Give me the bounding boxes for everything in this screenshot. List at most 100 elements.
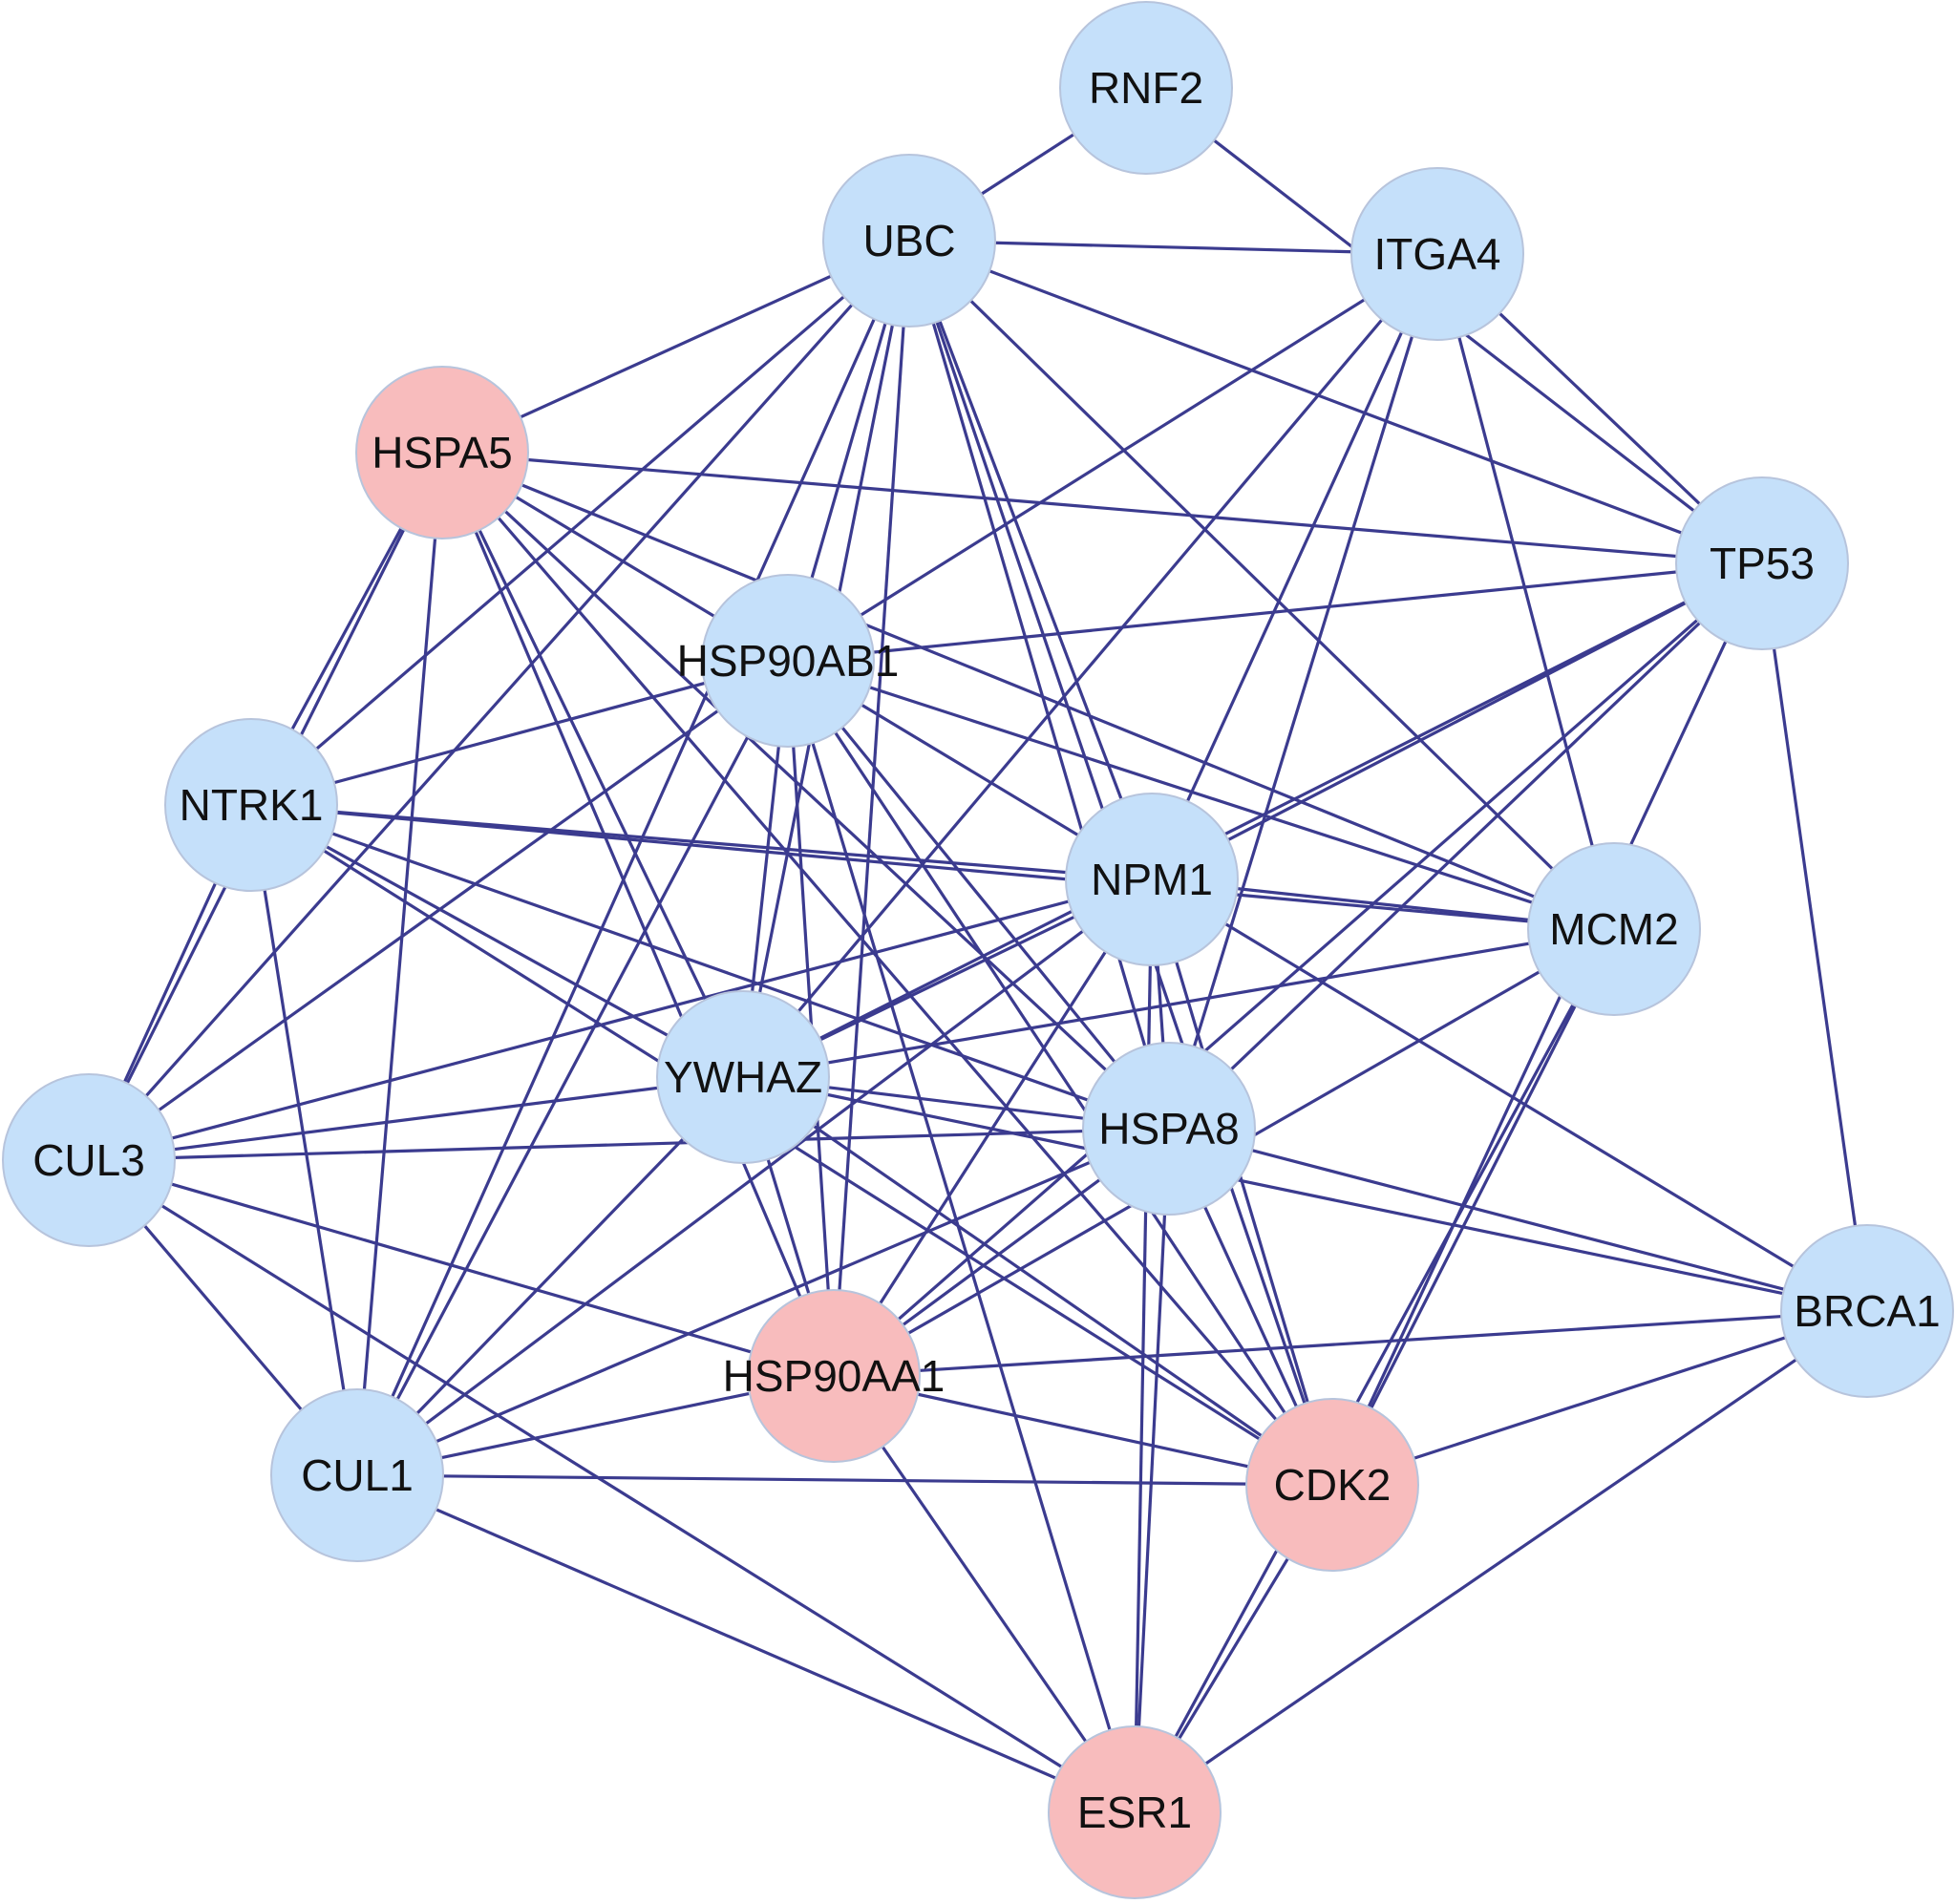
edge-ubc-cul1 (355, 240, 911, 1476)
node-label-mcm2: MCM2 (1549, 904, 1678, 954)
edge-tp53-hsp90ab1 (787, 561, 1763, 663)
edge-hsp90ab1-ntrk1 (250, 659, 789, 807)
node-ubc[interactable]: UBC (822, 154, 996, 328)
node-circle-rnf2[interactable] (1059, 1, 1233, 175)
node-label-rnf2: RNF2 (1089, 63, 1203, 113)
edge-npm1-cul3 (88, 878, 1153, 1162)
node-label-ntrk1: NTRK1 (180, 780, 324, 830)
edge-ywhaz-cdk2 (742, 1075, 1333, 1487)
node-circle-hsp90aa1[interactable] (747, 1289, 921, 1463)
edge-hspa5-mcm2 (441, 451, 1615, 931)
node-circle-tp53[interactable] (1675, 476, 1849, 650)
node-label-cdk2: CDK2 (1274, 1460, 1392, 1510)
node-circle-cul3[interactable] (2, 1073, 176, 1247)
node-circle-ntrk1[interactable] (164, 718, 338, 892)
node-label-ywhaz: YWHAZ (664, 1052, 822, 1102)
node-label-hspa8: HSPA8 (1098, 1104, 1239, 1153)
edge-brca1-hsp90aa1 (833, 1309, 1868, 1378)
node-hspa8[interactable]: HSPA8 (1082, 1042, 1256, 1216)
edge-ntrk1-ywhaz (250, 803, 744, 1079)
edge-hspa5-hspa8 (440, 451, 1171, 1131)
node-circle-hspa8[interactable] (1082, 1042, 1256, 1216)
node-hsp90ab1[interactable]: HSP90AB1 (677, 574, 900, 748)
node-circle-hsp90ab1[interactable] (701, 574, 875, 748)
node-circle-hspa5[interactable] (355, 366, 529, 539)
edge-ubc-hsp90aa1 (832, 240, 911, 1377)
edge-hspa5-ywhaz (440, 452, 745, 1078)
node-circle-ubc[interactable] (822, 154, 996, 328)
node-label-npm1: NPM1 (1091, 855, 1213, 904)
node-hsp90aa1[interactable]: HSP90AA1 (723, 1289, 946, 1463)
edge-ywhaz-brca1 (742, 1075, 1868, 1313)
node-esr1[interactable]: ESR1 (1048, 1725, 1222, 1899)
node-mcm2[interactable]: MCM2 (1527, 842, 1701, 1016)
node-circle-cdk2[interactable] (1245, 1398, 1419, 1572)
edge-brca1-esr1 (1134, 1309, 1868, 1814)
edge-ubc-hspa8 (907, 240, 1171, 1130)
node-rnf2[interactable]: RNF2 (1059, 1, 1233, 175)
edge-hspa8-esr1 (1133, 1128, 1171, 1813)
node-hspa5[interactable]: HSPA5 (355, 366, 529, 539)
node-label-esr1: ESR1 (1077, 1788, 1192, 1837)
edge-tp53-ywhaz (742, 561, 1763, 1079)
node-circle-cul1[interactable] (270, 1388, 444, 1562)
node-circle-itga4[interactable] (1350, 167, 1524, 341)
node-label-ubc: UBC (862, 216, 955, 265)
node-ntrk1[interactable]: NTRK1 (164, 718, 338, 892)
edge-brca1-cdk2 (1331, 1309, 1868, 1487)
edge-hspa5-cdk2 (440, 451, 1334, 1487)
node-label-tp53: TP53 (1710, 539, 1815, 588)
edge-cul3-esr1 (88, 1158, 1136, 1814)
edge-ubc-itga4 (908, 239, 1438, 256)
node-circle-brca1[interactable] (1780, 1224, 1954, 1398)
edge-itga4-npm1 (1150, 253, 1439, 880)
edge-itga4-mcm2 (1435, 253, 1616, 930)
edge-cul1-cdk2 (356, 1473, 1333, 1487)
edge-hsp90ab1-hsp90aa1 (786, 660, 836, 1377)
node-label-hspa5: HSPA5 (372, 428, 512, 477)
edge-npm1-brca1 (1151, 878, 1868, 1313)
edge-ubc-tp53 (908, 239, 1763, 565)
edge-ubc-cul3 (87, 239, 911, 1162)
edge-itga4-ywhaz (741, 252, 1439, 1079)
node-label-hsp90ab1: HSP90AB1 (677, 636, 900, 686)
node-label-cul1: CUL1 (301, 1450, 414, 1500)
edge-hspa5-cul1 (355, 452, 444, 1476)
edge-npm1-cul1 (356, 878, 1153, 1477)
edge-itga4-hspa8 (1167, 253, 1439, 1130)
node-cul1[interactable]: CUL1 (270, 1388, 444, 1562)
edge-hsp90ab1-cul3 (88, 659, 789, 1162)
edge-cul1-esr1 (356, 1473, 1136, 1814)
node-label-hsp90aa1: HSP90AA1 (723, 1351, 946, 1401)
edge-hsp90ab1-hspa8 (786, 659, 1171, 1131)
edge-npm1-esr1 (1133, 878, 1154, 1813)
edge-cul3-hsp90aa1 (88, 1158, 835, 1378)
node-cdk2[interactable]: CDK2 (1245, 1398, 1419, 1572)
edge-mcm2-ywhaz (742, 927, 1615, 1079)
edge-ntrk1-cul1 (249, 804, 359, 1476)
node-cul3[interactable]: CUL3 (2, 1073, 176, 1247)
edge-hspa8-cul1 (356, 1127, 1170, 1477)
node-circle-mcm2[interactable] (1527, 842, 1701, 1016)
node-circle-npm1[interactable] (1065, 793, 1239, 966)
edge-ubc-npm1 (907, 240, 1154, 880)
edge-hsp90aa1-esr1 (832, 1375, 1137, 1813)
edge-mcm2-esr1 (1133, 928, 1616, 1813)
node-ywhaz[interactable]: YWHAZ (656, 990, 830, 1164)
node-brca1[interactable]: BRCA1 (1780, 1224, 1954, 1398)
node-circle-esr1[interactable] (1048, 1725, 1222, 1899)
node-label-brca1: BRCA1 (1794, 1286, 1940, 1336)
node-label-cul3: CUL3 (32, 1135, 145, 1185)
node-itga4[interactable]: ITGA4 (1350, 167, 1524, 341)
node-tp53[interactable]: TP53 (1675, 476, 1849, 650)
node-npm1[interactable]: NPM1 (1065, 793, 1239, 966)
edge-hsp90ab1-cul1 (355, 660, 790, 1476)
edge-tp53-cdk2 (1330, 562, 1764, 1486)
edge-itga4-hsp90ab1 (787, 252, 1438, 663)
edge-hspa5-hsp90aa1 (440, 452, 836, 1377)
edge-ntrk1-mcm2 (250, 803, 1615, 931)
node-circle-ywhaz[interactable] (656, 990, 830, 1164)
edge-ywhaz-cul3 (88, 1075, 744, 1162)
